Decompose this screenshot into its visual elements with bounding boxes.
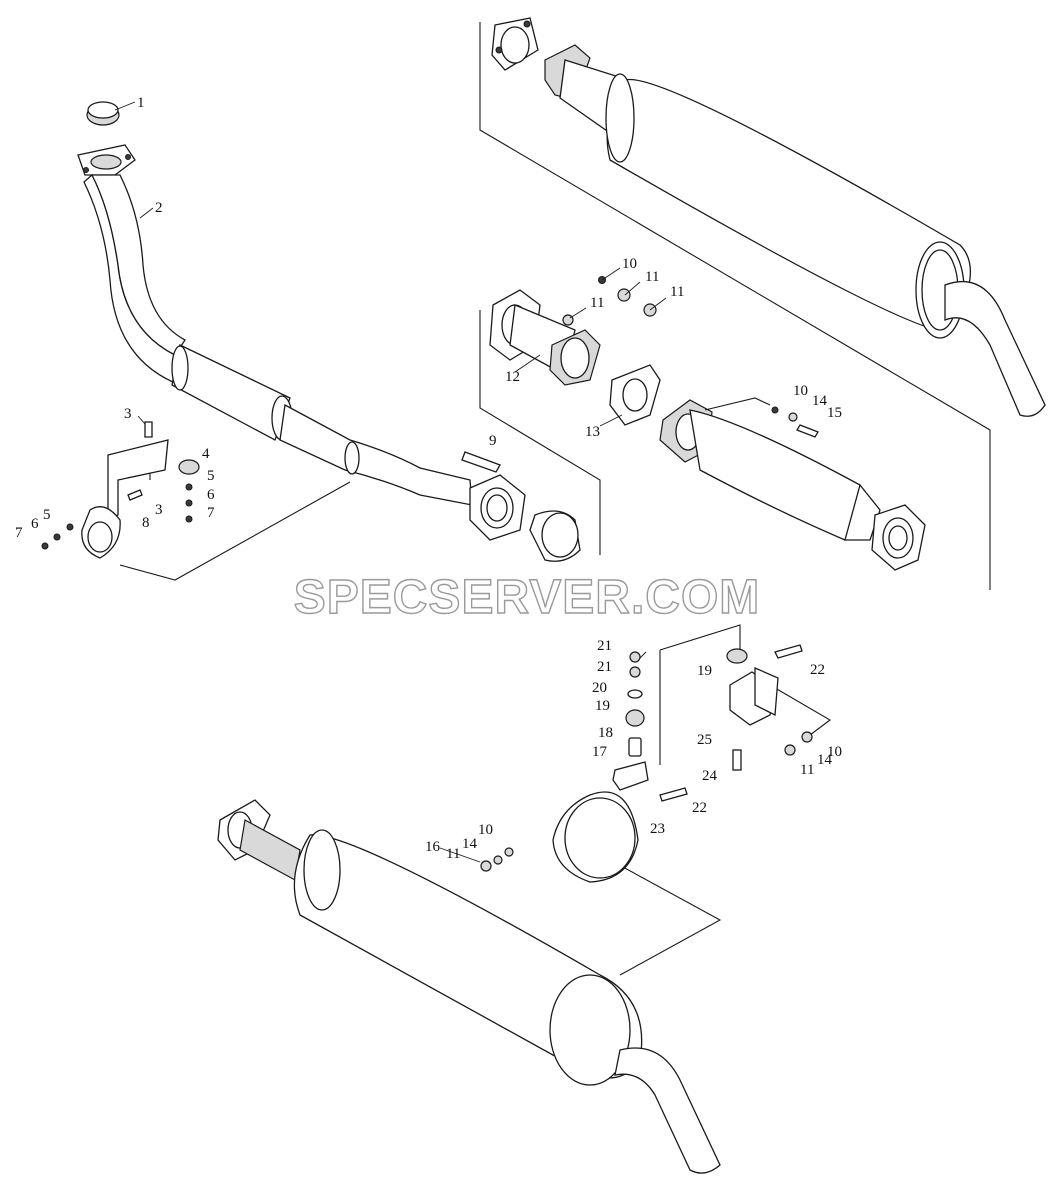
callout-11-c: 11 [590, 295, 604, 311]
callout-12: 12 [505, 369, 520, 385]
callout-6-right: 6 [207, 487, 215, 503]
callout-1: 1 [137, 95, 145, 111]
callout-23: 23 [650, 821, 665, 837]
hanger-assembly [480, 644, 813, 883]
callout-17: 17 [592, 744, 608, 760]
left-bracket-group [41, 421, 200, 559]
leader-lines [114, 101, 667, 863]
callout-19-right: 19 [697, 663, 712, 679]
callout-14-lower-right: 14 [817, 752, 833, 768]
callout-19-left: 19 [595, 698, 610, 714]
callout-9: 9 [489, 433, 497, 449]
callout-13: 13 [585, 424, 600, 440]
callout-10-top: 10 [622, 256, 637, 272]
callout-11-lower-right: 11 [800, 762, 814, 778]
connecting-pipe-group [489, 276, 661, 426]
lower-rear-muffler [217, 799, 721, 1174]
callout-15: 15 [827, 405, 842, 421]
upper-rear-muffler [491, 17, 1046, 417]
callout-20: 20 [592, 680, 607, 696]
callout-3-top: 3 [124, 406, 132, 422]
callout-4: 4 [202, 446, 210, 462]
callout-5-left: 5 [43, 507, 51, 523]
callout-7-right: 7 [207, 505, 215, 521]
callout-8: 8 [142, 515, 150, 531]
middle-flange-group [461, 451, 581, 562]
group-frames [119, 22, 991, 976]
callout-21-lower: 21 [597, 659, 612, 675]
callout-21-upper: 21 [597, 638, 612, 654]
callout-7-left: 7 [15, 525, 23, 541]
callout-22-bottom: 22 [692, 800, 707, 816]
callout-10-lower-right: 10 [827, 744, 842, 760]
callout-11-lower: 11 [446, 846, 460, 862]
callout-11-a: 11 [645, 269, 659, 285]
callout-2: 2 [155, 200, 163, 216]
callout-18: 18 [598, 725, 613, 741]
watermark-text: SPECSERVER.COM [294, 571, 761, 624]
callout-14-lower: 14 [462, 836, 478, 852]
callout-3-side: 3 [155, 502, 163, 518]
front-pipe [77, 101, 473, 506]
callout-5-right: 5 [207, 468, 215, 484]
callout-16: 16 [425, 839, 441, 855]
callout-6-left: 6 [31, 516, 39, 532]
callout-25: 25 [697, 732, 712, 748]
callout-10-lower: 10 [478, 822, 493, 838]
callout-14-right: 14 [812, 393, 828, 409]
catalytic-converter [659, 397, 926, 571]
callout-11-b: 11 [670, 284, 684, 300]
callout-24: 24 [702, 768, 718, 784]
callout-labels: 1 2 3 3 4 5 6 7 5 6 7 8 9 10 11 11 11 12… [15, 95, 842, 862]
callout-10-right: 10 [793, 383, 808, 399]
callout-22-top: 22 [810, 662, 825, 678]
